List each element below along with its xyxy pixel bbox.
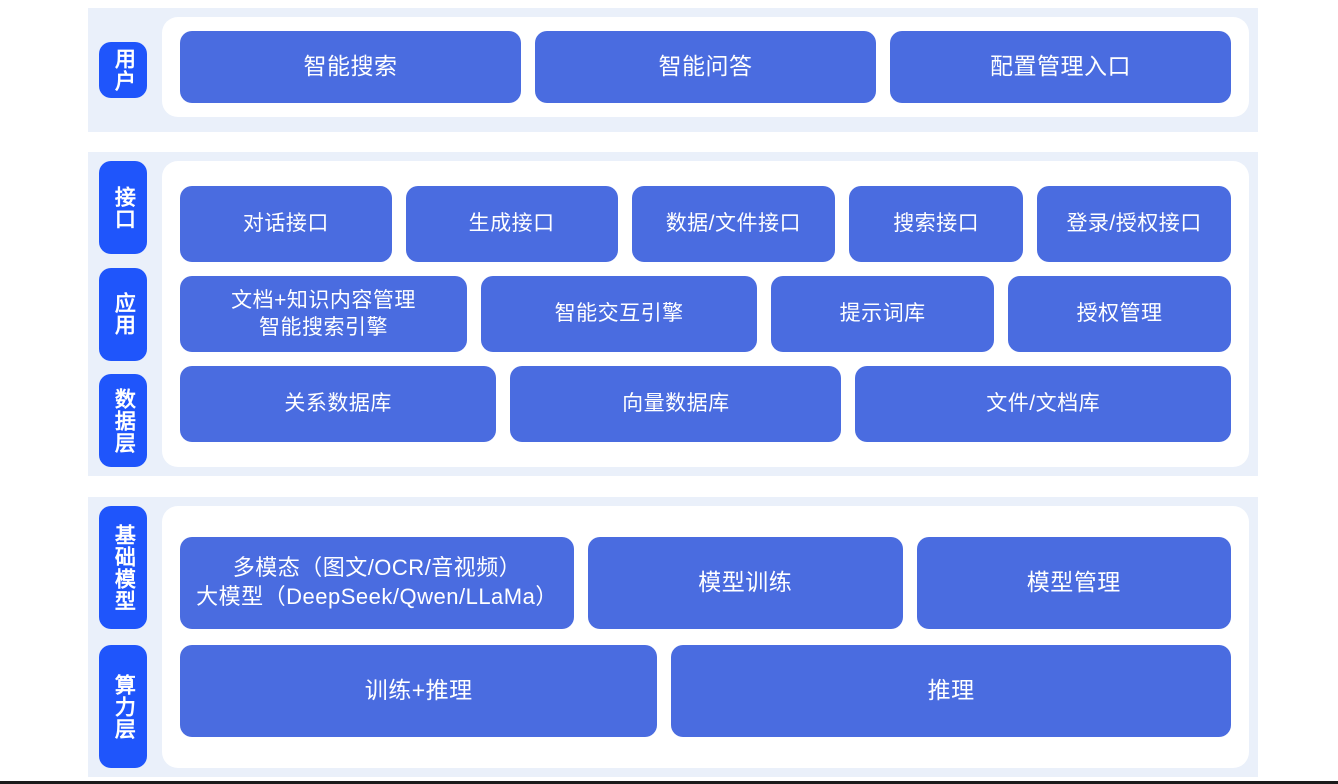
section-label-foundation-model: 基础模型 — [99, 506, 147, 629]
section-platform-card: 对话接口 生成接口 数据/文件接口 搜索接口 登录/授权接口 文档+知识内容管理… — [162, 161, 1249, 467]
section-label-compute-layer: 算力层 — [99, 645, 147, 768]
section-user-card: 智能搜索 智能问答 配置管理入口 — [162, 17, 1249, 117]
node-model-management[interactable]: 模型管理 — [916, 537, 1232, 629]
section-label-interface: 接口 — [99, 161, 147, 254]
node-multimodal-large-model[interactable]: 多模态（图文/OCR/音视频） 大模型（DeepSeek/Qwen/LLaMa） — [180, 537, 575, 629]
node-data-file-api[interactable]: 数据/文件接口 — [631, 186, 836, 262]
node-dialog-api[interactable]: 对话接口 — [180, 186, 392, 262]
node-document-knowledge-management[interactable]: 文档+知识内容管理 智能搜索引擎 — [180, 276, 467, 352]
node-vector-database[interactable]: 向量数据库 — [510, 366, 842, 442]
row-user-entries: 智能搜索 智能问答 配置管理入口 — [180, 31, 1231, 103]
section-infrastructure-label-column: 基础模型 算力层 — [88, 497, 158, 777]
section-platform: 接口 应用 数据层 对话接口 生成接口 数据/文件接口 搜索接口 登录/授权接口… — [88, 152, 1258, 476]
row-data-layer: 关系数据库 向量数据库 文件/文档库 — [180, 366, 1231, 442]
row-compute-layer: 训练+推理 推理 — [180, 645, 1231, 737]
section-platform-label-column: 接口 应用 数据层 — [88, 152, 158, 476]
node-intelligent-interaction-engine[interactable]: 智能交互引擎 — [480, 276, 758, 352]
row-interface: 对话接口 生成接口 数据/文件接口 搜索接口 登录/授权接口 — [180, 186, 1231, 262]
section-label-user: 用户 — [99, 42, 147, 98]
node-config-management-entry[interactable]: 配置管理入口 — [890, 31, 1231, 103]
bottom-rule — [0, 781, 1338, 784]
node-prompt-library[interactable]: 提示词库 — [771, 276, 995, 352]
node-model-training[interactable]: 模型训练 — [588, 537, 903, 629]
section-label-data-layer: 数据层 — [99, 374, 147, 467]
node-file-document-store[interactable]: 文件/文档库 — [855, 366, 1231, 442]
section-infrastructure: 基础模型 算力层 多模态（图文/OCR/音视频） 大模型（DeepSeek/Qw… — [88, 497, 1258, 777]
row-application: 文档+知识内容管理 智能搜索引擎 智能交互引擎 提示词库 授权管理 — [180, 276, 1232, 352]
section-label-application: 应用 — [99, 267, 147, 361]
node-training-and-inference[interactable]: 训练+推理 — [180, 645, 658, 737]
section-infrastructure-card: 多模态（图文/OCR/音视频） 大模型（DeepSeek/Qwen/LLaMa）… — [162, 506, 1249, 768]
section-user: 用户 智能搜索 智能问答 配置管理入口 — [88, 8, 1258, 132]
node-relational-database[interactable]: 关系数据库 — [180, 366, 497, 442]
row-foundation-model: 多模态（图文/OCR/音视频） 大模型（DeepSeek/Qwen/LLaMa）… — [180, 537, 1232, 629]
node-generation-api[interactable]: 生成接口 — [405, 186, 618, 262]
node-intelligent-search[interactable]: 智能搜索 — [180, 31, 521, 103]
node-authorization-management[interactable]: 授权管理 — [1008, 276, 1232, 352]
node-search-api[interactable]: 搜索接口 — [849, 186, 1024, 262]
node-intelligent-qa[interactable]: 智能问答 — [535, 31, 876, 103]
node-inference[interactable]: 推理 — [671, 645, 1231, 737]
node-login-auth-api[interactable]: 登录/授权接口 — [1037, 186, 1231, 262]
section-user-label-column: 用户 — [88, 8, 158, 132]
